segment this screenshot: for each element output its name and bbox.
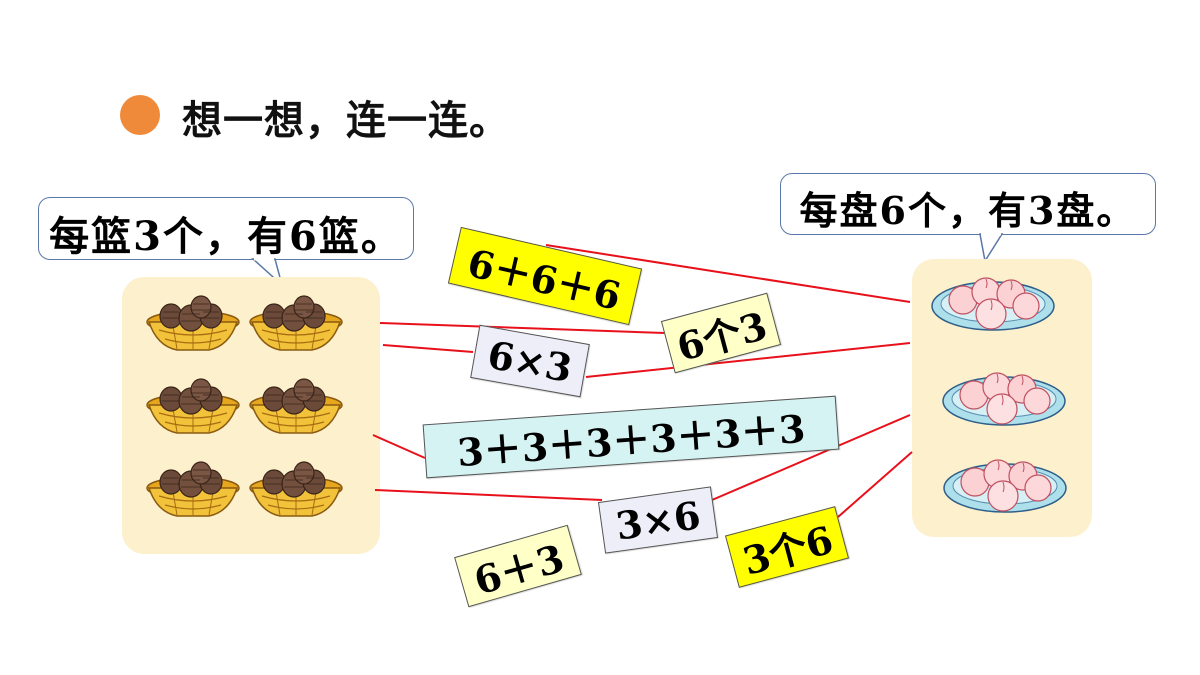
line-c1-to-plates xyxy=(545,244,911,303)
line-baskets-to-c2 xyxy=(379,322,666,334)
right-bubble-text: 每盘6个，有3盘。 xyxy=(799,188,1137,233)
line-c7-to-plates xyxy=(837,451,913,518)
left-speech-bubble: 每篮3个，有6篮。 xyxy=(38,197,414,288)
line-baskets-to-c3 xyxy=(382,344,474,353)
bullet-dot xyxy=(120,95,160,135)
line-c3-to-plates xyxy=(585,342,911,378)
page-title: 想一想，连一连。 xyxy=(182,98,510,144)
left-bubble-text: 每篮3个，有6篮。 xyxy=(49,213,403,260)
line-baskets-to-c4 xyxy=(372,434,426,459)
line-c5-to-plates xyxy=(711,414,911,501)
right-speech-bubble: 每盘6个，有3盘。 xyxy=(780,173,1156,264)
line-baskets-to-c5 xyxy=(374,489,603,501)
